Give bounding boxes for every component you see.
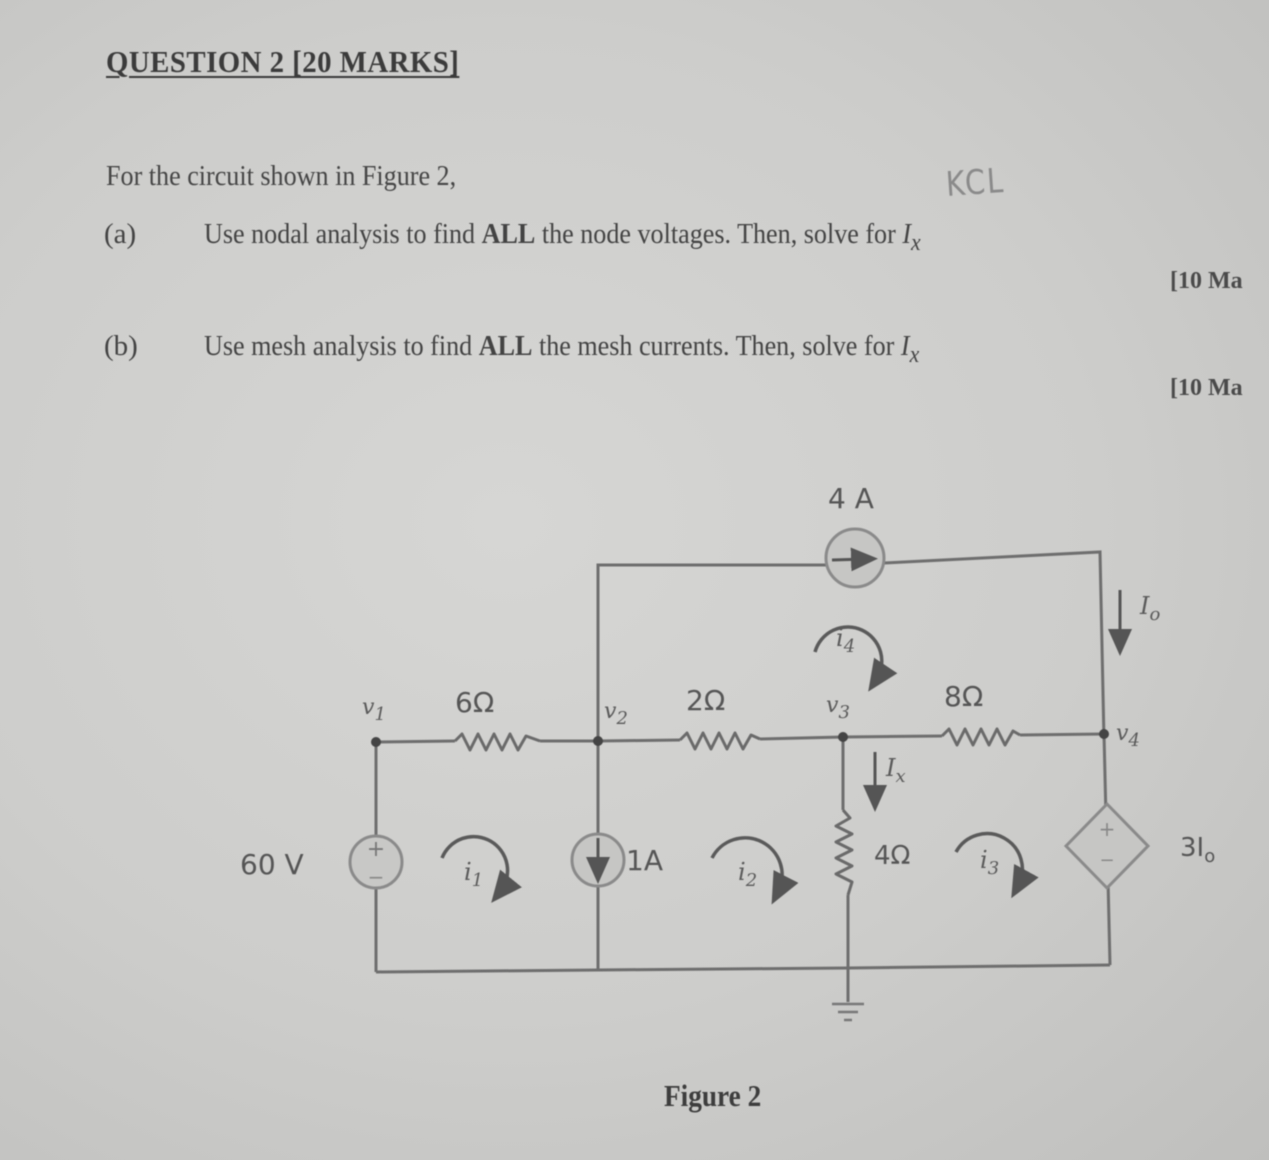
- label-1a: 1A: [626, 844, 663, 877]
- label-8ohm: 8Ω: [944, 680, 983, 713]
- part-b-label: (b): [104, 330, 138, 362]
- figure-caption: Figure 2: [664, 1078, 762, 1113]
- part-a-variable-sub: x: [911, 228, 921, 256]
- mesh-arrow-i1-icon: [440, 834, 522, 903]
- part-b-text: Use mesh analysis to find ALL the mesh c…: [204, 330, 919, 369]
- wire-r2-v3-r8: [759, 734, 943, 741]
- part-a-text: Use nodal analysis to find ALL the node …: [204, 218, 921, 257]
- label-node-v3: v3: [826, 693, 850, 723]
- part-b-variable-symbol: I: [900, 330, 910, 362]
- part-a-label: (a): [104, 218, 137, 250]
- part-a-text-before: Use nodal analysis to find: [204, 218, 482, 250]
- wire-v1-r6: [375, 739, 456, 744]
- wire-bottom: [375, 963, 1111, 974]
- ground-icon: [832, 1002, 864, 1022]
- resistor-4ohm-icon: [834, 809, 854, 896]
- wire-r6-v2-r2: [540, 738, 681, 743]
- label-io: Io: [1139, 592, 1160, 625]
- node-dots: [371, 729, 1109, 747]
- label-node-v1: v1: [362, 695, 386, 725]
- part-b-variable: Ix: [900, 330, 919, 368]
- label-dependent-source: 3Io: [1180, 833, 1215, 867]
- wire-top-right: [883, 550, 1106, 741]
- resistor-6ohm-icon: [453, 732, 541, 752]
- node-dot-v3: [838, 732, 848, 742]
- part-b-variable-sub: x: [909, 340, 920, 368]
- label-node-v2: v2: [604, 699, 628, 729]
- label-node-v4: v4: [1116, 721, 1140, 751]
- part-b-text-before: Use mesh analysis to find: [204, 330, 479, 362]
- part-a-text-after: the node voltages. Then, solve for: [535, 218, 903, 250]
- part-b-marks: [10 Ma: [1170, 375, 1243, 401]
- node-dot-v4: [1099, 729, 1109, 739]
- dep-plus-sign: +: [1099, 817, 1116, 841]
- label-mesh-i4: i4: [836, 624, 855, 657]
- label-mesh-i3: i3: [980, 846, 999, 879]
- vs-minus-sign: −: [368, 865, 385, 889]
- mesh-arrow-i2-icon: [710, 836, 799, 905]
- wire-r8-v4: [1019, 732, 1105, 737]
- label-60v: 60 V: [240, 848, 304, 881]
- part-b: (b) Use mesh analysis to find ALL the mes…: [104, 330, 999, 369]
- part-b-text-after: the mesh currents. Then, solve for: [532, 330, 901, 362]
- circuit-wires: [374, 550, 1112, 1002]
- part-a-variable-symbol: I: [902, 218, 912, 250]
- part-a-text-bold: ALL: [481, 218, 536, 250]
- label-4ohm: 4Ω: [874, 841, 910, 871]
- label-ix: Ix: [885, 754, 906, 787]
- voltage-source-60v-icon: + −: [348, 834, 404, 890]
- question-intro: For the circuit shown in Figure 2,: [106, 160, 457, 192]
- label-2ohm: 2Ω: [686, 684, 725, 717]
- resistor-8ohm-icon: [940, 727, 1021, 747]
- node-dot-v1: [371, 737, 381, 747]
- vs-plus-sign: +: [367, 837, 385, 862]
- label-6ohm: 6Ω: [455, 686, 494, 719]
- wire-dep-bottom: [1106, 879, 1112, 966]
- dependent-voltage-source-icon: + −: [1063, 801, 1151, 891]
- part-a: (a) Use nodal analysis to find ALL the no…: [104, 218, 1000, 257]
- mesh-arrow-i4-icon: [813, 625, 898, 692]
- current-source-4a-icon: [824, 527, 886, 589]
- part-a-marks: [10 Ma: [1170, 268, 1243, 294]
- label-mesh-i1: i1: [464, 858, 483, 891]
- part-a-variable: Ix: [902, 218, 920, 256]
- wire-top-left: [596, 563, 826, 742]
- resistor-2ohm-icon: [678, 731, 761, 751]
- node-dot-v2: [593, 736, 603, 746]
- label-4a: 4 A: [828, 482, 874, 515]
- current-source-1a-icon: [570, 832, 626, 888]
- mesh-arrow-i3-icon: [954, 831, 1039, 899]
- part-b-text-bold: ALL: [478, 330, 533, 362]
- question-title: QUESTION 2 [20 MARKS]: [106, 44, 460, 79]
- dep-minus-sign: −: [1099, 850, 1114, 871]
- label-mesh-i2: i2: [738, 858, 757, 891]
